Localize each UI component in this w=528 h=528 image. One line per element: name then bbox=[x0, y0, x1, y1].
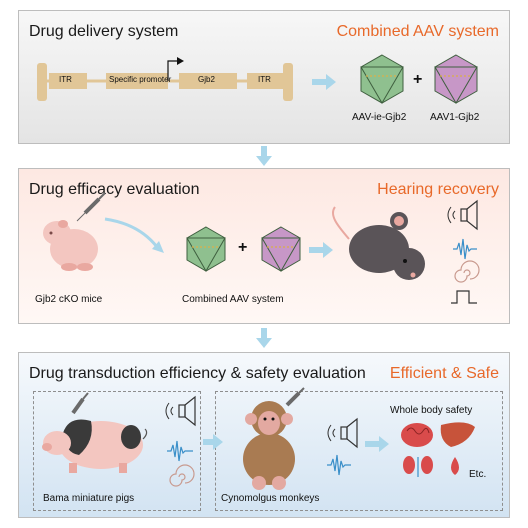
curved-arrow bbox=[104, 217, 159, 248]
sound-wave-icon bbox=[327, 454, 351, 476]
system-label: Combined AAV system bbox=[182, 294, 284, 305]
pig-label: Bama miniature pigs bbox=[43, 493, 135, 504]
delivery-art bbox=[37, 54, 478, 104]
panel-highlight: Combined AAV system bbox=[336, 23, 499, 40]
right-arrow-icon bbox=[309, 242, 333, 258]
drug-delivery-panel: Drug delivery system Combined AAV system bbox=[18, 10, 510, 144]
treated-mouse-icon bbox=[331, 206, 425, 280]
plus-sign: + bbox=[413, 71, 423, 88]
aav1-capsid-icon bbox=[434, 54, 478, 104]
syringe-icon bbox=[285, 387, 305, 407]
panel-title: Drug efficacy evaluation bbox=[29, 181, 200, 198]
panel-highlight: Hearing recovery bbox=[377, 181, 499, 198]
right-arrow-icon bbox=[365, 436, 389, 452]
cochlea-icon bbox=[454, 260, 480, 283]
monkey-icon bbox=[243, 401, 295, 490]
speaker-icon bbox=[447, 199, 478, 231]
pup-mouse-icon bbox=[43, 220, 98, 271]
right-arrow-icon bbox=[312, 74, 336, 90]
safety-art bbox=[42, 387, 475, 490]
panel-title: Drug delivery system bbox=[29, 23, 179, 40]
panel-highlight: Efficient & Safe bbox=[389, 365, 499, 382]
monkey-study-box bbox=[215, 391, 503, 511]
vector-a-label: AAV-ie-Gjb2 bbox=[352, 112, 407, 123]
gjb2-block bbox=[179, 73, 237, 89]
sound-wave-icon bbox=[167, 440, 193, 462]
gene-construct-diagram bbox=[37, 57, 293, 101]
vector-b-label: AAV1-Gjb2 bbox=[430, 112, 480, 123]
blood-drop-icon bbox=[451, 457, 459, 475]
pig-study-box bbox=[33, 391, 201, 511]
mouse-label: Gjb2 cKO mice bbox=[35, 294, 103, 305]
safety-panel: Drug transduction efficiency & safety ev… bbox=[18, 352, 510, 518]
speaker-icon bbox=[327, 417, 358, 449]
plus-sign: + bbox=[238, 239, 248, 256]
aav1-capsid-icon bbox=[261, 226, 301, 272]
cochlea-icon bbox=[169, 464, 195, 487]
gene-label: Gjb2 bbox=[198, 75, 215, 84]
itr-right-block bbox=[283, 63, 293, 101]
down-arrow-icon bbox=[256, 146, 272, 166]
aav-ie-capsid-icon bbox=[360, 54, 404, 104]
pig-icon bbox=[42, 419, 148, 473]
promoter-block bbox=[106, 73, 168, 89]
aav-ie-capsid-icon bbox=[186, 226, 226, 272]
itr-left-label: ITR bbox=[59, 75, 72, 84]
efficacy-art bbox=[43, 192, 480, 304]
promoter-label: Specific promoter bbox=[109, 75, 172, 84]
syringe-icon bbox=[76, 192, 106, 222]
monkey-label: Cynomolgus monkeys bbox=[221, 493, 320, 504]
brain-icon bbox=[401, 423, 433, 447]
panel-title: Drug transduction efficiency & safety ev… bbox=[29, 365, 366, 382]
kidney-icon bbox=[403, 456, 433, 477]
speaker-icon bbox=[165, 395, 196, 427]
liver-icon bbox=[440, 422, 475, 447]
syringe-icon bbox=[71, 392, 89, 415]
safety-title: Whole body safety bbox=[390, 405, 473, 416]
down-arrow-icon bbox=[256, 328, 272, 348]
transcription-start-arrow bbox=[167, 60, 177, 81]
right-arrow-icon bbox=[203, 434, 223, 450]
drug-efficacy-panel: Drug efficacy evaluation Hearing recover… bbox=[18, 168, 510, 324]
sound-wave-icon bbox=[453, 238, 477, 260]
itr-right-label: ITR bbox=[258, 75, 271, 84]
etc-label: Etc. bbox=[469, 469, 487, 480]
pulse-icon bbox=[451, 290, 477, 304]
itr-left-block bbox=[37, 63, 47, 101]
